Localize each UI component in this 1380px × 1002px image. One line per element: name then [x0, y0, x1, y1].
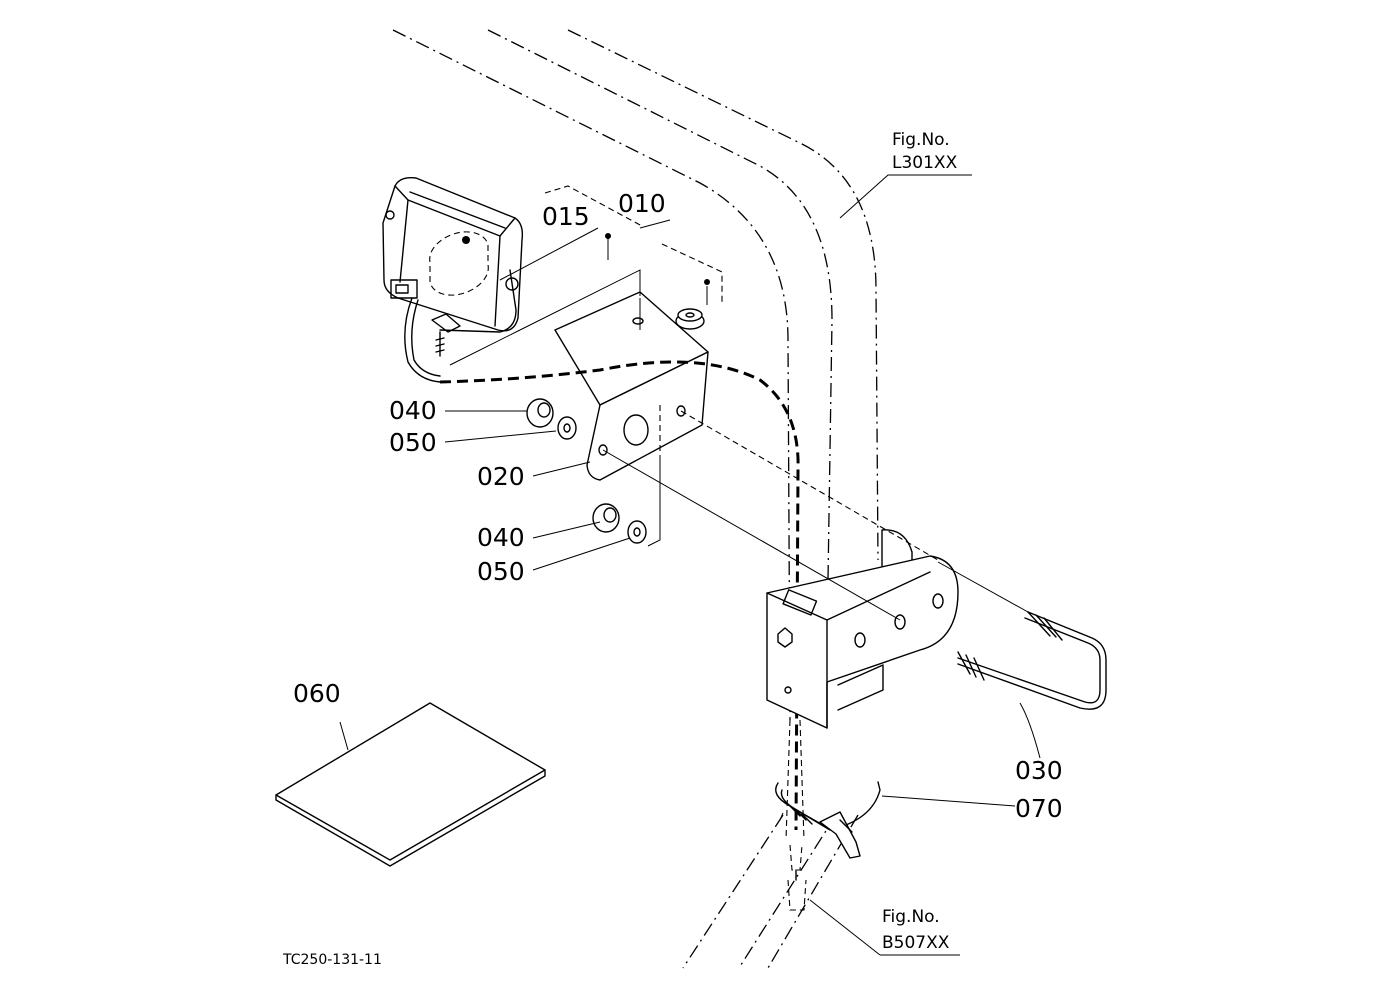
part-label-015: 015	[542, 202, 590, 231]
rops-frame	[392, 29, 879, 969]
cable-tie	[775, 781, 881, 859]
drawing-code: TC250-131-11	[282, 952, 382, 968]
figure-ref-lower: Fig.No. B507XX	[882, 907, 950, 953]
figure-ref-lower-code: B507XX	[882, 933, 950, 953]
light-bracket	[554, 291, 709, 481]
flange-nut	[675, 308, 705, 330]
figure-ref-lower-title: Fig.No.	[882, 907, 940, 927]
part-label-010: 010	[618, 189, 666, 218]
connector-lower	[787, 844, 807, 911]
part-label-070: 070	[1015, 794, 1063, 823]
part-label-030: 030	[1015, 756, 1063, 785]
figure-ref-upper-code: L301XX	[892, 153, 958, 173]
part-label-020: 020	[477, 462, 525, 491]
nut-lower	[592, 503, 620, 533]
washer-upper	[557, 416, 577, 440]
u-bolt	[957, 611, 1107, 710]
part-label-060: 060	[293, 679, 341, 708]
figure-ref-upper-title: Fig.No.	[892, 130, 950, 150]
leader-lines	[339, 174, 1041, 956]
nut-upper	[526, 398, 554, 428]
part-label-050-lower: 050	[477, 557, 525, 586]
wire-harness	[439, 360, 800, 831]
washer-lower	[627, 520, 647, 544]
figure-ref-upper: Fig.No. L301XX	[892, 130, 958, 173]
part-label-040-lower: 040	[477, 523, 525, 552]
mounting-plate	[766, 529, 959, 729]
work-light	[382, 176, 524, 383]
operator-manual	[275, 702, 546, 867]
part-label-040-upper: 040	[389, 396, 437, 425]
part-label-050-upper: 050	[389, 428, 437, 457]
assembly-lines	[449, 185, 1029, 821]
